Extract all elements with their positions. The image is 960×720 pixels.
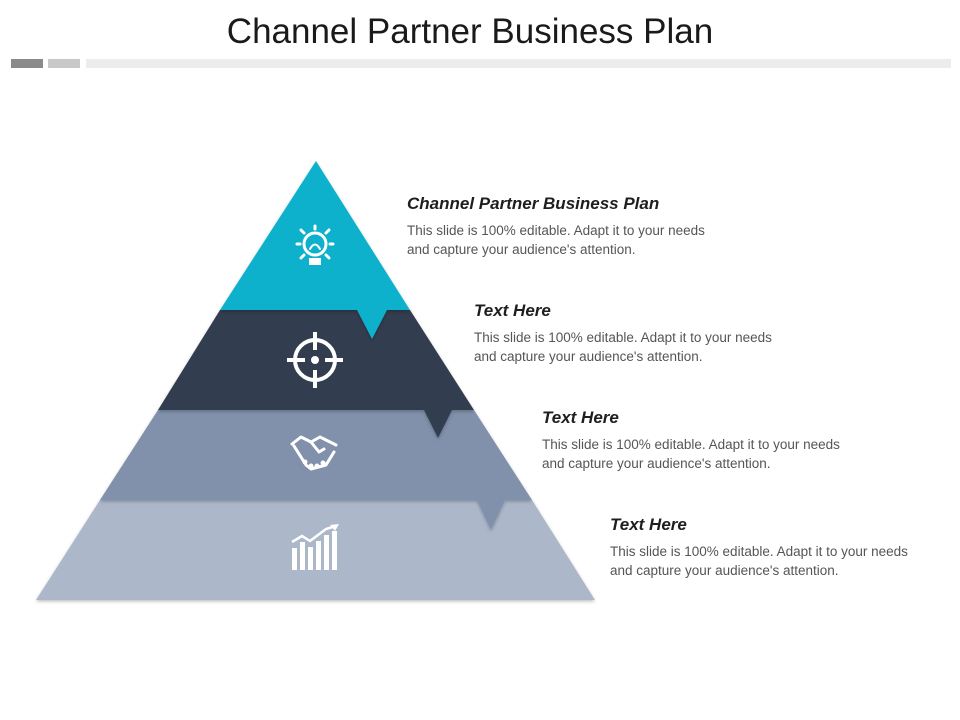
slide-title: Channel Partner Business Plan — [226, 12, 714, 51]
growth-chart-icon — [291, 524, 339, 570]
pyramid-layer-3 — [100, 410, 532, 530]
callout-layer-1: Channel Partner Business Plan This slide… — [407, 194, 737, 259]
title-underline-segment — [48, 59, 80, 68]
callout-layer-4: Text Here This slide is 100% editable. A… — [610, 515, 940, 580]
callout-heading: Text Here — [474, 301, 551, 320]
callout-body: This slide is 100% editable. Adapt it to… — [407, 223, 705, 257]
handshake-icon — [290, 435, 338, 471]
pyramid-layer-4 — [36, 500, 595, 600]
title-underline-bar — [86, 59, 951, 68]
lightbulb-gear-icon — [295, 224, 335, 265]
callout-heading: Channel Partner Business Plan — [407, 194, 660, 213]
callout-body: This slide is 100% editable. Adapt it to… — [610, 544, 908, 578]
callout-layer-2: Text Here This slide is 100% editable. A… — [474, 301, 804, 366]
pyramid-layer-1 — [220, 161, 410, 339]
callout-heading: Text Here — [542, 408, 619, 427]
title-underline-segment — [11, 59, 43, 68]
callout-heading: Text Here — [610, 515, 687, 534]
callout-body: This slide is 100% editable. Adapt it to… — [542, 437, 840, 471]
callout-body: This slide is 100% editable. Adapt it to… — [474, 330, 772, 364]
target-crosshair-icon — [287, 332, 343, 388]
callout-layer-3: Text Here This slide is 100% editable. A… — [542, 408, 872, 473]
